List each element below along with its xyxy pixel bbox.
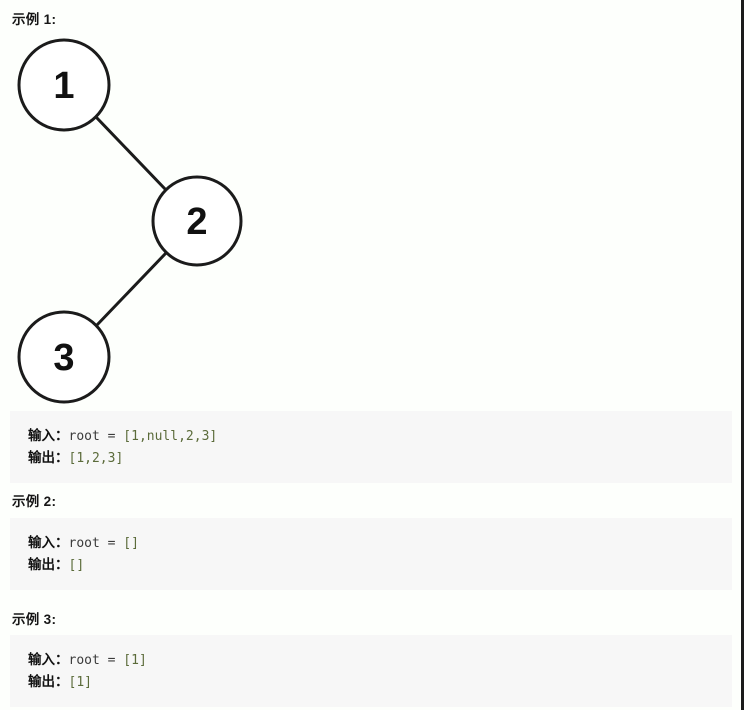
example-2-input-expr: root = [68, 536, 124, 551]
example-2-output-label: 输出： [28, 557, 69, 572]
example-2-code-block: 输入：root = [] 输出：[] [10, 518, 732, 590]
tree-edge-1-to-2 [94, 115, 168, 192]
example-1-input-expr: root = [68, 429, 124, 444]
example-2-heading: 示例 2: [12, 494, 57, 509]
example-3-output-line: 输出：[1] [28, 671, 732, 693]
tree-node-3-circle [17, 310, 111, 404]
binary-tree-diagram: 1 2 3 [0, 28, 300, 408]
example-1-input-line: 输入：root = [1,null,2,3] [28, 425, 732, 447]
example-2-input-line: 输入：root = [] [28, 532, 732, 554]
example-2-output-value: [] [68, 558, 85, 573]
tree-node-1-label: 1 [53, 65, 74, 107]
binary-tree-svg: 1 2 3 [17, 38, 243, 404]
example-1-input-value: [1,null,2,3] [123, 429, 218, 444]
example-3-output-label: 输出： [28, 674, 69, 689]
example-1-input-label: 输入： [28, 428, 69, 443]
tree-node-2-label: 2 [186, 201, 207, 243]
example-3-output-value: [1] [68, 675, 92, 690]
example-3-heading: 示例 3: [12, 612, 57, 627]
example-3-input-line: 输入：root = [1] [28, 649, 732, 671]
example-3-input-value: [1] [123, 653, 147, 668]
example-2-input-value: [] [123, 536, 139, 551]
tree-edge-2-to-3 [94, 251, 168, 328]
example-1-code-block: 输入：root = [1,null,2,3] 输出：[1,2,3] [10, 411, 732, 483]
example-2-output-line: 输出：[] [28, 554, 732, 576]
example-1-heading: 示例 1: [12, 12, 57, 27]
tree-node-2-circle [151, 175, 243, 267]
example-3-input-expr: root = [68, 653, 124, 668]
example-1-output-label: 输出： [28, 450, 69, 465]
example-3-code-block: 输入：root = [1] 输出：[1] [10, 635, 732, 707]
example-3-input-label: 输入： [28, 652, 69, 667]
example-2-input-label: 输入： [28, 535, 69, 550]
example-1-output-value: [1,2,3] [68, 451, 124, 466]
tree-node-3-label: 3 [53, 337, 74, 379]
example-1-output-line: 输出：[1,2,3] [28, 447, 732, 469]
tree-node-1-circle [17, 38, 111, 132]
